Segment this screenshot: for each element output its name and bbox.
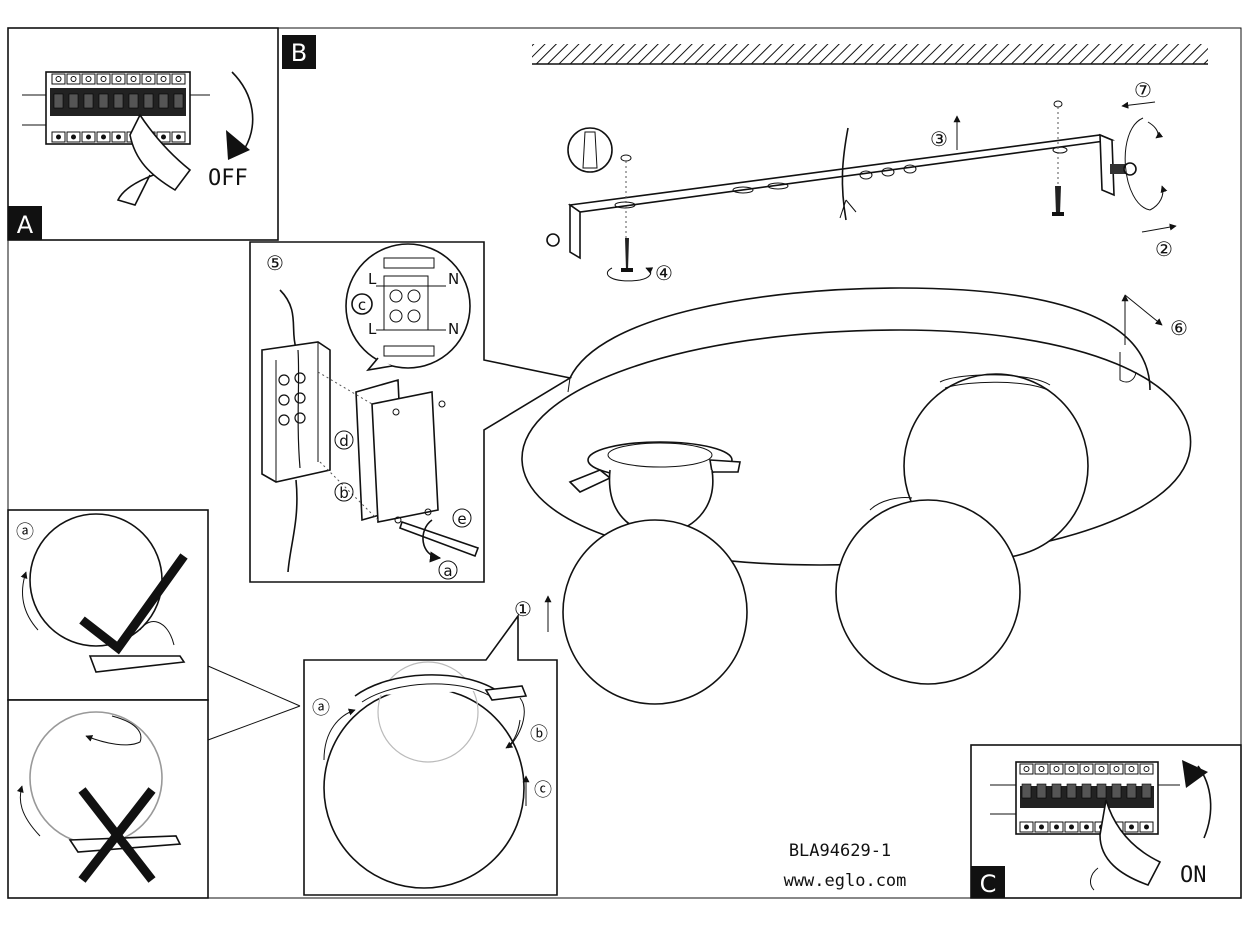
breaker-box-icon	[990, 761, 1180, 835]
luminaire-canopy	[521, 287, 1192, 566]
marker-c: ⓒ	[534, 780, 552, 801]
panel-a-letter-box	[8, 206, 42, 240]
label-neutral: N	[448, 320, 459, 338]
globe-center	[835, 499, 1021, 685]
marker-a: ⓐ	[312, 698, 330, 719]
wiring-callout: ⑤ d b e a	[249, 241, 573, 583]
marker-e: e	[457, 510, 466, 528]
screw-icon	[621, 238, 633, 272]
panel-b-letter: B	[291, 39, 307, 67]
marker-a: a	[443, 562, 452, 580]
marker-d: d	[339, 432, 349, 450]
globe-front-left	[562, 519, 748, 705]
terminal-detail-inset	[345, 243, 471, 369]
marker-a: ⓐ	[16, 522, 34, 543]
panel-a-breaker-off: A OFF	[7, 27, 279, 241]
label-live: L	[368, 270, 377, 288]
rotate-on-arrow-icon	[1182, 760, 1208, 788]
bracket-bolt-right	[1110, 164, 1130, 174]
mounting-bracket	[546, 133, 1137, 260]
check-mark-icon	[79, 553, 188, 655]
hand-icon	[1099, 799, 1162, 886]
website-link[interactable]: www.eglo.com	[784, 871, 907, 891]
label-neutral: N	[448, 270, 459, 288]
globe-fitting-callout: ⓐ ⓑ ⓒ	[303, 613, 558, 896]
panel-c-letter-box	[971, 866, 1005, 898]
step-5: ⑤	[266, 251, 284, 275]
panel-a-label: OFF	[208, 166, 248, 191]
wrong-fitting-panel	[7, 699, 301, 899]
panel-a-letter: A	[17, 211, 34, 239]
correct-fitting-panel: ⓐ	[7, 509, 301, 707]
step-3: ③	[930, 127, 948, 151]
rotate-arrow-icon	[606, 267, 654, 282]
breaker-box-icon	[22, 71, 210, 145]
panel-c-letter: C	[980, 870, 997, 898]
junction-box	[261, 341, 331, 483]
label-live: L	[368, 320, 377, 338]
supply-cable	[279, 289, 297, 349]
small-globe	[568, 441, 741, 535]
step-4: ④	[655, 261, 673, 285]
screwdriver-icon	[398, 520, 480, 558]
step-6: ⑥	[1170, 316, 1188, 340]
page-frame	[7, 27, 1242, 899]
step-7: ⑦	[1134, 78, 1152, 102]
ceiling-hatch	[532, 44, 1208, 64]
panel-b-letter-box	[282, 35, 316, 69]
wall-plug-icon	[567, 127, 613, 173]
panel-c-label: ON	[1180, 863, 1207, 888]
marker-b: ⓑ	[530, 724, 548, 745]
panel-c-breaker-on: C ON	[970, 744, 1242, 899]
rotate-off-arrow-icon	[226, 130, 250, 160]
marker-c: c	[358, 296, 366, 314]
document-code: BLA94629-1	[789, 841, 891, 861]
supply-cable	[841, 127, 849, 221]
marker-b: b	[339, 484, 349, 502]
step-2: ②	[1155, 237, 1173, 261]
screw-icon	[1052, 186, 1064, 216]
